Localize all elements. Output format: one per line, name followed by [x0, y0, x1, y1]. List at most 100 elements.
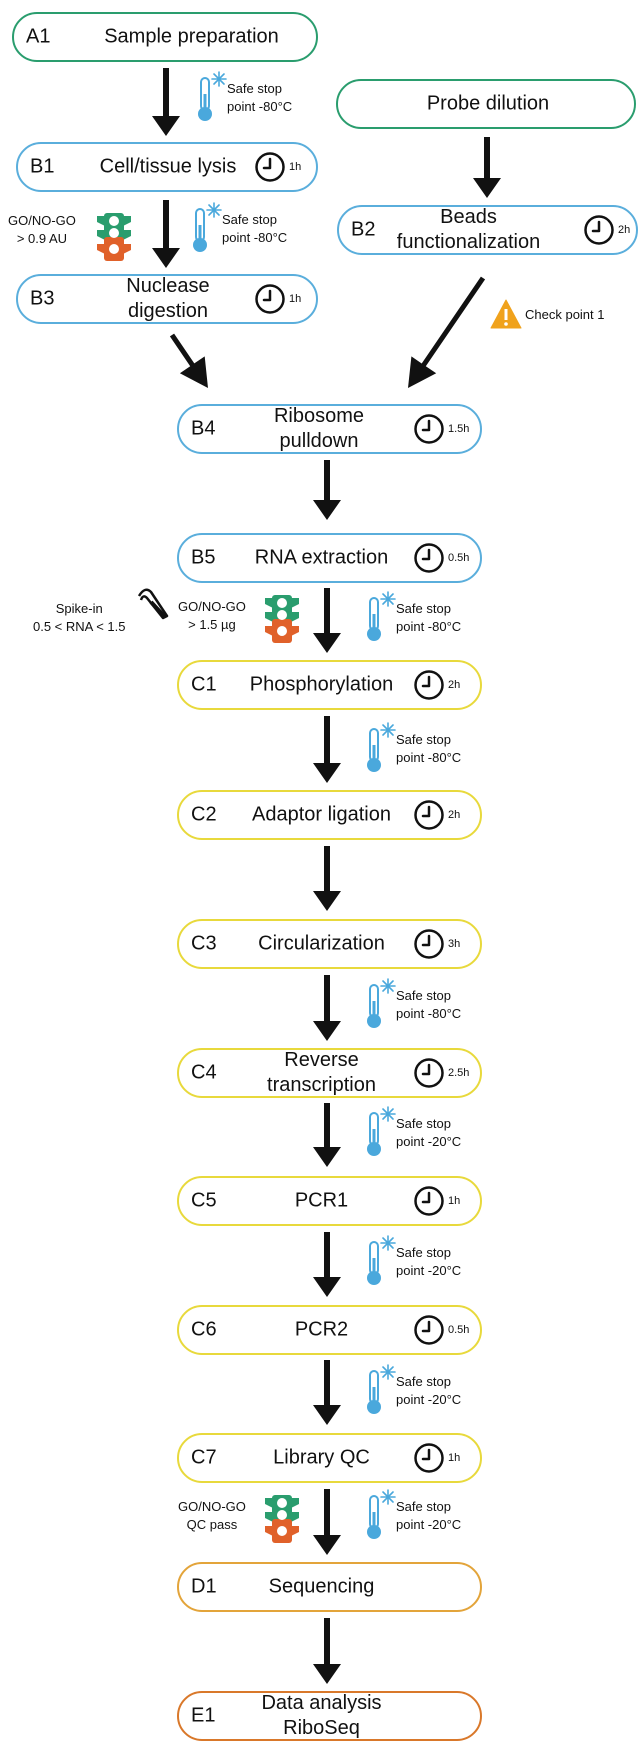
safe-stop-label: Safe stop point -80°C: [396, 988, 462, 1021]
step-duration: 1h: [289, 293, 302, 305]
step-title: Reverse transcription: [267, 1049, 376, 1096]
step-box-pd: Probe dilution: [336, 79, 636, 129]
step-duration: 3h: [448, 938, 461, 950]
step-title: Circularization: [258, 932, 385, 955]
step-box-c5: C5 PCR1 1h: [177, 1176, 482, 1226]
traffic-light-icon: [265, 1495, 299, 1543]
step-title: RNA extraction: [254, 546, 389, 569]
flow-arrow: [313, 1360, 341, 1425]
step-code: E1: [191, 1704, 216, 1727]
pipette-icon: [137, 588, 169, 620]
thermometer-icon: [198, 71, 227, 121]
clock-icon: [255, 284, 285, 314]
flow-arrow: [152, 200, 180, 268]
step-title: PCR1: [294, 1189, 349, 1212]
clock-icon: [414, 414, 444, 444]
flow-arrow: [313, 1618, 341, 1684]
step-title: Adaptor ligation: [252, 803, 391, 826]
clock-icon: [414, 1058, 444, 1088]
clock-icon: [414, 543, 444, 573]
go-nogo-label: GO/NO-GO QC pass: [178, 1499, 246, 1532]
step-box-c4: C4 Reverse transcription 2.5h: [177, 1048, 482, 1098]
step-code: D1: [191, 1575, 217, 1598]
flow-arrow: [473, 137, 501, 198]
clock-icon: [414, 1315, 444, 1345]
flow-arrow: [313, 588, 341, 653]
step-box-b4: B4 Ribosome pulldown 1.5h: [177, 404, 482, 454]
clock-icon: [414, 929, 444, 959]
step-title: Phosphorylation: [249, 673, 394, 696]
step-title: Library QC: [273, 1446, 370, 1469]
clock-icon: [414, 1443, 444, 1473]
thermometer-icon: [367, 1235, 396, 1285]
thermometer-icon: [367, 1106, 396, 1156]
thermometer-icon: [193, 202, 222, 252]
thermometer-icon: [367, 1489, 396, 1539]
step-code: B4: [191, 417, 216, 440]
step-title: Probe dilution: [426, 92, 550, 115]
flow-arrow: [169, 333, 208, 388]
flow-arrow: [408, 276, 486, 388]
step-code: C1: [191, 673, 217, 696]
flow-arrow: [313, 975, 341, 1041]
flow-arrow: [313, 1103, 341, 1167]
step-code: C4: [191, 1061, 217, 1084]
step-title: Data analysis RiboSeq: [261, 1692, 382, 1739]
step-duration: 1h: [448, 1452, 461, 1464]
spike-in-label: Spike-in 0.5 < RNA < 1.5: [33, 601, 126, 634]
step-code: C7: [191, 1446, 217, 1469]
safe-stop-label: Safe stop point -20°C: [396, 1116, 462, 1149]
clock-icon: [414, 800, 444, 830]
step-code: C3: [191, 932, 217, 955]
flow-arrow: [152, 68, 180, 136]
step-box-b3: B3 Nuclease digestion 1h: [16, 274, 318, 324]
safe-stop-label: Safe stop point -80°C: [396, 732, 462, 765]
step-title: Nuclease digestion: [126, 275, 210, 322]
clock-icon: [584, 215, 614, 245]
safe-stop-label: Safe stop point -20°C: [396, 1499, 462, 1532]
step-duration: 1h: [289, 161, 302, 173]
step-duration: 2.5h: [448, 1067, 470, 1079]
step-box-a1: A1 Sample preparation: [12, 12, 318, 62]
step-title: Cell/tissue lysis: [99, 155, 237, 178]
step-duration: 2h: [448, 679, 461, 691]
check-point-label: Check point 1: [525, 307, 605, 322]
step-title: Ribosome pulldown: [273, 405, 365, 452]
step-title: Sample preparation: [104, 25, 279, 48]
safe-stop-label: Safe stop point -80°C: [227, 81, 293, 114]
step-duration: 0.5h: [448, 552, 470, 564]
thermometer-icon: [367, 722, 396, 772]
step-box-c3: C3 Circularization 3h: [177, 919, 482, 969]
step-box-c7: C7 Library QC 1h: [177, 1433, 482, 1483]
step-code: B3: [30, 287, 55, 310]
flow-arrow: [313, 1232, 341, 1297]
go-nogo-label: GO/NO-GO > 0.9 AU: [8, 213, 76, 246]
flow-arrow: [313, 846, 341, 911]
thermometer-icon: [367, 978, 396, 1028]
step-code: B1: [30, 155, 55, 178]
step-duration: 2h: [618, 224, 631, 236]
step-duration: 1.5h: [448, 423, 470, 435]
step-title: PCR2: [294, 1318, 349, 1341]
step-box-c1: C1 Phosphorylation 2h: [177, 660, 482, 710]
clock-icon: [255, 152, 285, 182]
step-duration: 2h: [448, 809, 461, 821]
go-nogo-label: GO/NO-GO > 1.5 µg: [178, 599, 246, 632]
traffic-light-icon: [97, 213, 131, 261]
step-duration: 0.5h: [448, 1324, 470, 1336]
step-code: C6: [191, 1318, 217, 1341]
step-duration: 1h: [448, 1195, 461, 1207]
step-box-d1: D1 Sequencing: [177, 1562, 482, 1612]
step-code: B2: [351, 218, 376, 241]
step-code: C5: [191, 1189, 217, 1212]
traffic-light-icon: [265, 595, 299, 643]
step-code: A1: [26, 25, 51, 48]
safe-stop-label: Safe stop point -20°C: [396, 1374, 462, 1407]
step-box-b1: B1 Cell/tissue lysis 1h: [16, 142, 318, 192]
step-title: Sequencing: [268, 1575, 375, 1598]
thermometer-icon: [367, 1364, 396, 1414]
